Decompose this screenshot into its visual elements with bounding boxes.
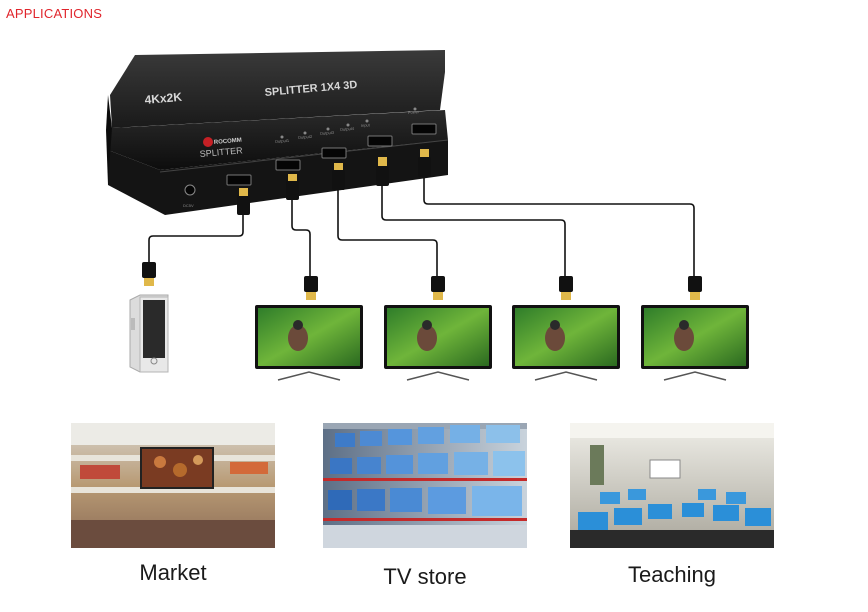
- brand-logo-icon: [203, 137, 213, 147]
- tv-display-3: [512, 276, 620, 381]
- indicator-label-power: Power: [408, 109, 420, 115]
- indicator-label-output3: Output3: [320, 130, 335, 136]
- tv-display-1: [255, 276, 363, 381]
- indicator-label-output2: Output2: [298, 134, 313, 140]
- dc-label: DC5V: [183, 203, 194, 208]
- device-brand: ROCOMM: [214, 138, 242, 146]
- hdmi-splitter-device: [106, 50, 449, 215]
- caption-market: Market: [139, 560, 207, 585]
- hdmi-plugs-source: [237, 149, 431, 215]
- indicator-label-output4: Output4: [340, 126, 355, 132]
- caption-teaching: Teaching: [627, 562, 717, 587]
- section-heading: APPLICATIONS: [6, 6, 103, 21]
- tv-display-2: [384, 276, 492, 381]
- caption-tv-store: TV store: [383, 564, 467, 589]
- hdmi-cables: [148, 176, 695, 278]
- source-pc-icon: [129, 262, 169, 373]
- indicator-label-output1: Output1: [275, 138, 290, 144]
- device-label-4k: 4Kx2K: [144, 90, 183, 107]
- tv-store-photo: [323, 423, 527, 548]
- device-product: SPLITTER: [199, 145, 243, 159]
- indicator-label-input: Input: [361, 122, 371, 128]
- market-photo: [71, 423, 275, 548]
- tv-display-4: [641, 276, 749, 381]
- teaching-photo: [570, 423, 774, 548]
